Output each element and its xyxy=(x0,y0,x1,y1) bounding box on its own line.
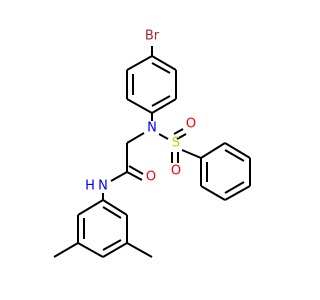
structure-diagram: Br N S O O O N H xyxy=(0,0,300,300)
molecule-canvas: Br N S O O O N H xyxy=(0,0,300,300)
sulfonyl-oxygen-bonds xyxy=(171,128,187,163)
background xyxy=(0,0,300,300)
bromophenyl-ring xyxy=(126,55,177,114)
amide-hydrogen-label: H xyxy=(85,179,95,194)
methyl-left-bond xyxy=(53,242,79,258)
phenyl-ring xyxy=(200,142,251,201)
sulfonamide-nitrogen-label: N xyxy=(147,121,157,136)
methyl-right-bond xyxy=(126,242,153,258)
dimethylphenyl-ring xyxy=(77,199,128,258)
bromine-label: Br xyxy=(145,29,160,44)
carbonyl-double-bond xyxy=(126,165,144,181)
amide-nitrogen-label: N xyxy=(98,179,108,194)
n-ch2-bond xyxy=(126,132,145,144)
sulfonyl-oxygen-lower-label: O xyxy=(171,164,181,179)
n-s-bond xyxy=(158,133,169,140)
s-phenyl-bond xyxy=(181,149,202,159)
carbonyl-oxygen-label: O xyxy=(146,170,156,185)
carbonyl-n-bond xyxy=(110,171,128,182)
sulfur-label: S xyxy=(172,136,180,151)
sulfonyl-oxygen-upper-label: O xyxy=(186,117,196,132)
